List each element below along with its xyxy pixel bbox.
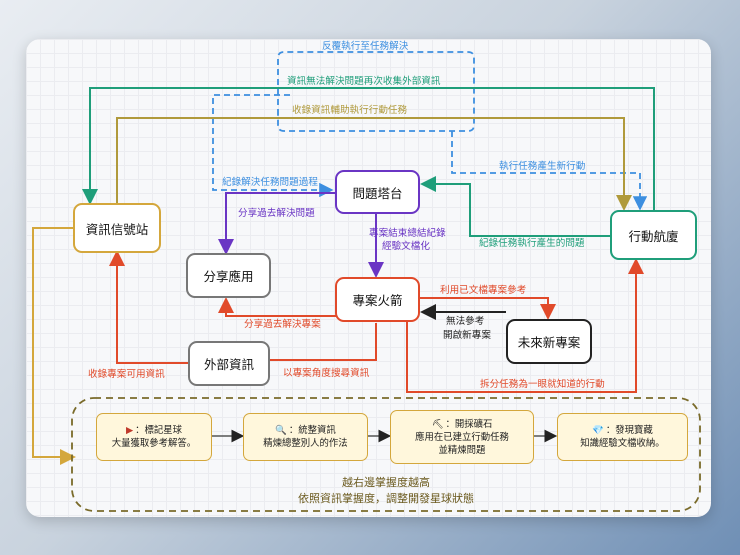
label-project-end-1: 專案結束總結紀錄	[369, 228, 446, 239]
node-project-rocket[interactable]: 專案火箭	[335, 277, 420, 322]
label-task-generate: 執行任務產生新行動	[499, 161, 586, 172]
edge-record-assist	[116, 117, 632, 211]
label-share-past-solutions: 分享過去解決問題	[238, 208, 315, 219]
edge-record-process	[212, 94, 334, 198]
edge-search-angle	[254, 323, 377, 368]
edge-re-collect	[82, 87, 655, 212]
label-record-new-problems: 紀錄任務執行產生的問題	[479, 238, 585, 249]
stage-title-text: ：標記星球	[135, 425, 183, 436]
node-share-app-label: 分享應用	[203, 269, 254, 284]
stage-integrate-info-desc: 精煉總整別人的作法	[263, 438, 348, 449]
node-info-station[interactable]: 資訊信號站	[73, 203, 161, 253]
edge-repeat-loop	[277, 51, 475, 132]
label-record-process: 紀錄解決任務問題過程	[222, 177, 318, 188]
stage-mine-ore-desc: 應用在已建立行動任務	[415, 431, 509, 443]
stage-find-treasure[interactable]: 💎：發現寶藏 知識經驗文檔收納。	[557, 413, 688, 461]
stage-mark-planet[interactable]: ▶：標記星球 大量獲取參考解答。	[96, 413, 212, 461]
node-share-app[interactable]: 分享應用	[186, 253, 271, 298]
stage-mark-planet-title: ▶：標記星球	[126, 424, 182, 437]
edge-task-generate	[451, 131, 648, 211]
stage-integrate-info[interactable]: 🔍：統整資訊 精煉總整別人的作法	[243, 413, 368, 461]
flag-icon: ▶	[125, 425, 134, 436]
edge-record-new-problems	[420, 176, 610, 237]
edge-collect-usable	[109, 250, 188, 364]
label-project-end-2: 經驗文檔化	[382, 241, 430, 252]
stage-find-treasure-desc: 知識經驗文檔收納。	[580, 438, 665, 449]
node-future-project-label: 未來新專案	[517, 335, 581, 350]
pickaxe-icon: ⛏	[431, 418, 444, 430]
label-re-collect: 資訊無法解決問題再次收集外部資訊	[287, 76, 441, 87]
stage-title-text: ：統整資訊	[288, 425, 336, 436]
edge-use-docs	[420, 297, 556, 320]
edge-info-to-stages	[32, 227, 76, 465]
gem-icon: 💎	[592, 425, 604, 436]
label-no-ref-2: 開啟新專案	[443, 330, 491, 341]
label-split-tasks: 拆分任務為一眼就知道的行動	[480, 379, 605, 390]
stage-title-text: ：發現寶藏	[605, 425, 653, 436]
node-external-info[interactable]: 外部資訊	[188, 341, 270, 386]
stage-mine-ore-desc2: 並精煉問題	[438, 444, 486, 456]
node-future-project[interactable]: 未來新專案	[506, 319, 592, 364]
label-search-angle: 以專案角度搜尋資訊	[283, 368, 370, 379]
label-record-assist: 收錄資訊輔助執行行動任務	[292, 105, 408, 116]
node-question-tower-label: 問題塔台	[352, 185, 403, 201]
label-repeat-tasks: 反覆執行至任務解決	[322, 41, 409, 52]
edge-share-projects	[218, 297, 336, 317]
edge-split-tasks	[406, 258, 644, 393]
stage-mine-ore-title: ⛏：開採礦石	[432, 418, 493, 431]
label-use-docs: 利用已文檔專案參考	[440, 285, 527, 296]
search-icon: 🔍	[275, 425, 287, 436]
node-action-fleet[interactable]: 行動航廈	[610, 210, 697, 260]
node-action-fleet-label: 行動航廈	[628, 228, 679, 244]
bottom-note-2: 依照資訊掌握度，調整開發星球狀態	[298, 492, 474, 505]
stage-find-treasure-title: 💎：發現寶藏	[592, 424, 653, 437]
node-external-info-label: 外部資訊	[203, 357, 254, 372]
stage-title-text: ：開採礦石	[445, 418, 493, 430]
label-collect-usable: 收錄專案可用資訊	[88, 369, 165, 380]
node-info-station-label: 資訊信號站	[85, 221, 149, 237]
label-no-ref-1: 無法參考	[446, 316, 485, 327]
stage-group	[71, 397, 701, 512]
stage-integrate-info-title: 🔍：統整資訊	[275, 424, 336, 437]
bottom-note-1: 越右邊掌握度越高	[342, 476, 430, 489]
edge-share-solutions	[218, 192, 336, 255]
stage-mark-planet-desc: 大量獲取參考解答。	[111, 438, 197, 449]
label-share-past-projects: 分享過去解決專案	[244, 319, 321, 330]
node-project-rocket-label: 專案火箭	[352, 293, 403, 308]
node-question-tower[interactable]: 問題塔台	[335, 170, 420, 214]
stage-mine-ore[interactable]: ⛏：開採礦石 應用在已建立行動任務 並精煉問題	[390, 410, 534, 464]
